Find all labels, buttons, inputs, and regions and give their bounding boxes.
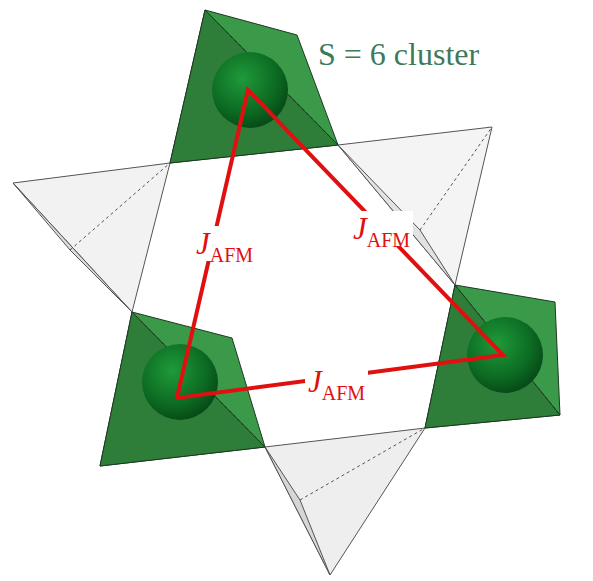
coupling-symbol: J (196, 226, 210, 261)
coupling-subscript: AFM (210, 244, 253, 266)
cluster-title: S = 6 cluster (318, 38, 479, 70)
coupling-subscript: AFM (367, 229, 410, 251)
exchange-label: JAFM (193, 226, 256, 261)
exchange-triangle (177, 90, 503, 398)
grey-tetrahedra (13, 127, 492, 575)
coupling-symbol: J (308, 364, 322, 399)
exchange-label: JAFM (305, 364, 368, 399)
green-tetrahedra (100, 10, 560, 466)
coupling-subscript: AFM (322, 382, 365, 404)
coupling-symbol: J (353, 211, 367, 246)
exchange-label: JAFM (350, 211, 413, 246)
